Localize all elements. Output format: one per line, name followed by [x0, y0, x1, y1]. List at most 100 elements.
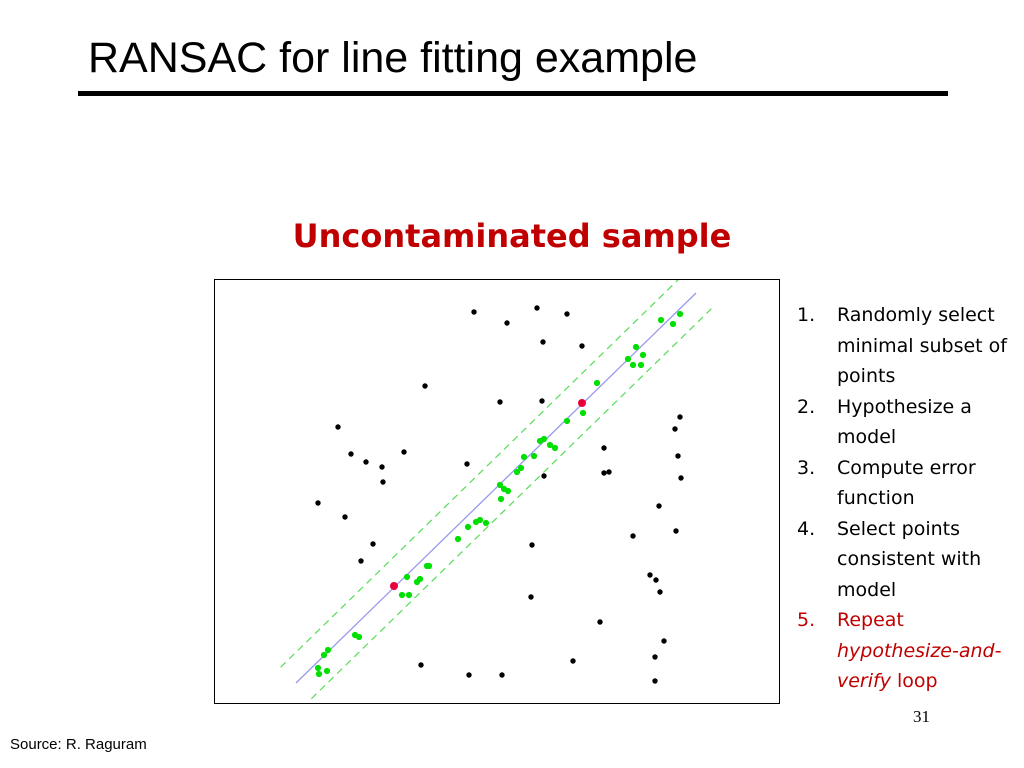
step-1: 1. Randomly select minimal subset of poi…	[797, 300, 1019, 392]
inlier-point	[497, 495, 505, 503]
inlier-point	[520, 453, 528, 461]
outlier-point	[601, 445, 607, 451]
inlier-point	[629, 361, 637, 369]
outlier-point	[564, 311, 570, 317]
source-credit: Source: R. Raguram	[10, 736, 147, 753]
step-5: 5. Repeat hypothesize-and-verify loop	[797, 605, 1019, 697]
inlier-point	[632, 343, 640, 351]
inlier-point	[504, 487, 512, 495]
outlier-point	[540, 339, 546, 345]
outlier-point	[677, 414, 683, 420]
outlier-point	[499, 672, 505, 678]
outlier-point	[606, 469, 612, 475]
inlier-point	[579, 409, 587, 417]
outlier-point	[534, 305, 540, 311]
inlier-point	[323, 667, 331, 675]
title-underline	[78, 91, 948, 96]
outlier-point	[678, 475, 684, 481]
inlier-point	[676, 310, 684, 318]
outlier-point	[379, 464, 385, 470]
inlier-point	[425, 562, 433, 570]
inlier-point	[355, 633, 363, 641]
outlier-point	[370, 541, 376, 547]
outlier-point	[380, 479, 386, 485]
slide-subtitle: Uncontaminated sample	[292, 217, 732, 255]
inlier-point	[669, 320, 677, 328]
outlier-point	[422, 383, 428, 389]
inlier-point	[472, 518, 480, 526]
inlier-point	[403, 573, 411, 581]
outlier-point	[652, 654, 658, 660]
outlier-point	[672, 426, 678, 432]
outlier-point	[348, 451, 354, 457]
step-5-text-end: loop	[890, 670, 938, 692]
step-4-number: 4.	[797, 517, 816, 540]
inlier-point	[320, 651, 328, 659]
inlier-point	[546, 441, 554, 449]
sample-point	[578, 399, 586, 407]
step-5-text: Repeat hypothesize-and-verify loop	[837, 609, 1001, 692]
outlier-point	[335, 424, 341, 430]
outlier-point	[529, 542, 535, 548]
inlier-point	[657, 316, 665, 324]
inlier-point	[405, 591, 413, 599]
ransac-scatter-plot	[280, 280, 712, 700]
step-2-number: 2.	[797, 395, 816, 418]
inlier-point	[314, 664, 322, 672]
threshold-band-upper	[280, 280, 679, 668]
step-5-number: 5.	[797, 609, 816, 631]
inlier-point	[413, 578, 421, 586]
outlier-point	[673, 528, 679, 534]
inlier-point	[454, 535, 462, 543]
step-3: 3. Compute error function	[797, 453, 1019, 514]
ransac-scatter-figure	[214, 279, 780, 704]
inlier-point	[593, 379, 601, 387]
outlier-point	[647, 572, 653, 578]
step-5-text-start: Repeat	[837, 609, 904, 631]
step-1-number: 1.	[797, 304, 816, 326]
outlier-point	[601, 470, 607, 476]
outlier-point	[528, 594, 534, 600]
step-4: 4. Select points consistent with model	[797, 514, 1019, 606]
outlier-point	[464, 461, 470, 467]
step-2: 2. Hypothesize a model	[797, 392, 1019, 453]
outlier-point	[652, 678, 658, 684]
inlier-point	[464, 523, 472, 531]
page-number: 31	[913, 707, 930, 726]
outlier-point	[653, 577, 659, 583]
outlier-point	[570, 658, 576, 664]
inlier-point	[324, 646, 332, 654]
outlier-point	[466, 672, 472, 678]
inlier-point	[624, 355, 632, 363]
outlier-point	[656, 503, 662, 509]
step-1-text: Randomly select minimal subset of points	[837, 304, 1007, 387]
outlier-point	[579, 343, 585, 349]
inlier-point	[637, 361, 645, 369]
outlier-point	[541, 473, 547, 479]
inlier-point	[540, 435, 548, 443]
outlier-point	[401, 449, 407, 455]
outlier-point	[657, 589, 663, 595]
outlier-point	[504, 320, 510, 326]
inlier-point	[398, 591, 406, 599]
sample-point	[390, 582, 398, 590]
outlier-point	[471, 309, 477, 315]
inlier-point	[530, 452, 538, 460]
outlier-point	[675, 453, 681, 459]
inlier-point	[482, 519, 490, 527]
inlier-point	[563, 417, 571, 425]
inlier-point	[517, 464, 525, 472]
slide-title: RANSAC for line fitting example	[88, 34, 698, 82]
inlier-point	[551, 444, 559, 452]
outlier-point	[497, 399, 503, 405]
step-3-number: 3.	[797, 456, 816, 479]
outlier-point	[539, 398, 545, 404]
step-5-text-italic: hypothesize-and-verify	[837, 639, 1002, 693]
ransac-steps-list: 1. Randomly select minimal subset of poi…	[797, 300, 1019, 697]
outlier-point	[661, 638, 667, 644]
inlier-point	[639, 351, 647, 359]
inlier-point	[315, 670, 323, 678]
step-4-text: Select points consistent with model	[837, 517, 982, 601]
step-3-text: Compute error function	[837, 456, 976, 510]
outlier-point	[358, 558, 364, 564]
